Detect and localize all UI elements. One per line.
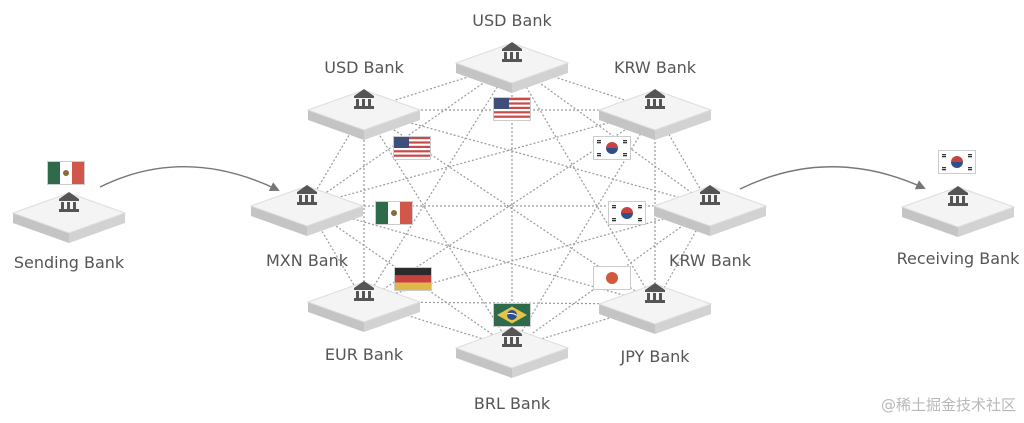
arrow-krw-to-receiving xyxy=(739,166,926,190)
bank-node-eur xyxy=(306,281,422,332)
flag-de-icon xyxy=(394,267,432,291)
bank-node-usd-top xyxy=(454,42,570,93)
label-eur-bank: EUR Bank xyxy=(324,345,404,364)
bank-node-krw-right xyxy=(652,185,768,236)
flag-kr-icon xyxy=(938,150,976,174)
watermark: @稀土掘金技术社区 xyxy=(880,396,1016,414)
connection-line-brl-usd_left xyxy=(363,109,513,349)
connection-line-usd_top-eur xyxy=(363,62,513,303)
label-brl-bank: BRL Bank xyxy=(473,394,551,413)
bank-nodes xyxy=(11,42,1016,378)
bank-node-receiving xyxy=(900,186,1016,237)
arrow-sending-to-mxn xyxy=(99,166,280,191)
label-krw-bank-top: KRW Bank xyxy=(613,58,697,77)
label-sending-bank: Sending Bank xyxy=(13,253,125,272)
flag-mx-icon xyxy=(47,161,85,185)
connection-line-usd_top-krw_right xyxy=(511,62,711,207)
bank-node-krw-top xyxy=(597,89,713,140)
flag-kr-icon xyxy=(593,136,631,160)
label-usd-bank-left: USD Bank xyxy=(324,58,404,77)
label-jpy-bank: JPY Bank xyxy=(620,347,690,366)
connection-line-usd_top-mxn xyxy=(306,62,513,207)
connection-line-usd_top-jpy xyxy=(511,62,656,305)
flag-mx-icon xyxy=(375,201,413,225)
flag-kr-icon xyxy=(608,201,646,225)
flag-jp-icon xyxy=(593,266,631,290)
transfer-arrows xyxy=(99,166,926,191)
bank-node-jpy xyxy=(597,283,713,334)
flag-br-icon xyxy=(493,303,531,327)
label-receiving-bank: Receiving Bank xyxy=(896,249,1020,268)
label-mxn-bank: MXN Bank xyxy=(265,251,349,270)
flag-us-icon xyxy=(493,97,531,121)
bank-node-mxn xyxy=(249,185,365,236)
flag-us-icon xyxy=(393,136,431,160)
bank-node-sending xyxy=(11,192,127,243)
label-krw-bank-right: KRW Bank xyxy=(668,251,752,270)
label-usd-bank-top: USD Bank xyxy=(472,11,552,30)
bank-node-brl xyxy=(454,327,570,378)
bank-node-usd-left xyxy=(306,89,422,140)
connection-line-krw_top-mxn xyxy=(306,109,656,207)
